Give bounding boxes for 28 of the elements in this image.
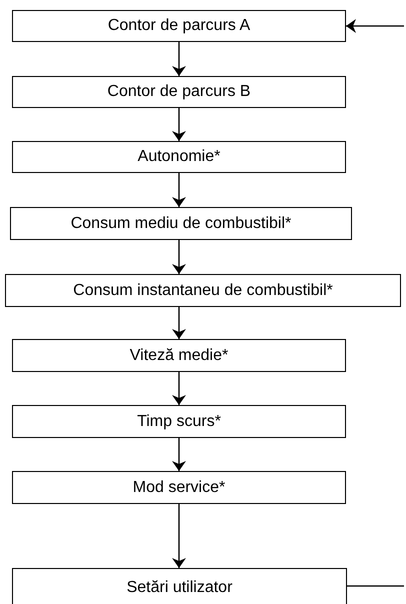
- connector-line: [347, 585, 404, 587]
- box-label: Autonomie*: [138, 148, 220, 166]
- process-box: [12, 141, 346, 173]
- box-label: Contor de parcurs B: [107, 83, 251, 101]
- process-box: [12, 10, 346, 42]
- arrow: [172, 173, 186, 207]
- process-box: [12, 471, 346, 504]
- process-box: [12, 405, 346, 438]
- box-label: Viteză medie*: [130, 346, 228, 364]
- process-box: [12, 76, 346, 108]
- arrow: [172, 240, 186, 274]
- process-box: [5, 274, 401, 307]
- arrow: [172, 307, 186, 339]
- box-label: Mod service*: [132, 478, 226, 496]
- process-box: [10, 207, 352, 240]
- arrow: [172, 42, 186, 76]
- box-label: Contor de parcurs A: [108, 17, 250, 35]
- arrow: [172, 372, 186, 405]
- arrow: [172, 504, 186, 568]
- box-label: Consum mediu de combustibil*: [70, 214, 292, 232]
- box-label: Setări utilizator: [126, 579, 232, 597]
- arrow: [172, 438, 186, 471]
- process-box: [12, 568, 347, 604]
- process-box: [12, 339, 346, 372]
- arrow: [172, 108, 186, 141]
- box-label: Consum instantaneu de combustibil*: [73, 282, 333, 300]
- box-label: Timp scurs*: [137, 412, 221, 430]
- arrow: [346, 19, 404, 33]
